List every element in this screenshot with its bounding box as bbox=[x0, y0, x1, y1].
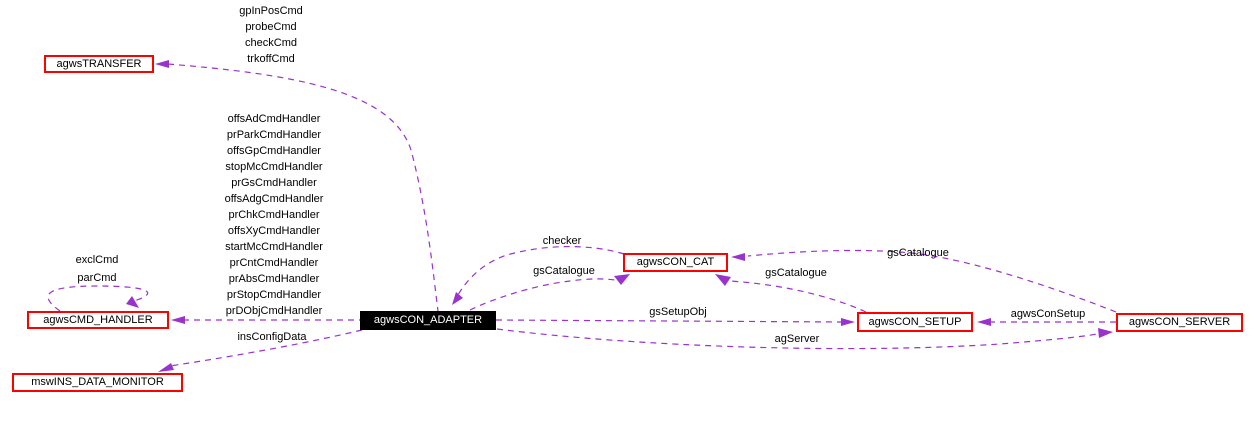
edge-labels-cmd-handlers: offsAdCmdHandler prParkCmdHandler offsGp… bbox=[225, 111, 324, 319]
node-agwstransfer[interactable]: agwsTRANSFER bbox=[44, 55, 154, 73]
node-agwscon-adapter[interactable]: agwsCON_ADAPTER bbox=[360, 311, 496, 330]
edge-label: prGsCmdHandler bbox=[231, 177, 317, 189]
edge-labels-transfer-cmds: gpInPosCmd probeCmd checkCmd trkoffCmd bbox=[239, 3, 303, 67]
arrowhead-setup-left bbox=[841, 318, 855, 326]
edge-label: probeCmd bbox=[245, 21, 297, 33]
node-agwscon-setup[interactable]: agwsCON_SETUP bbox=[857, 312, 973, 332]
edge-label: offsGpCmdHandler bbox=[227, 145, 321, 157]
node-mswins-data-monitor[interactable]: mswINS_DATA_MONITOR bbox=[12, 373, 183, 392]
edge-label: exclCmd bbox=[75, 254, 119, 266]
node-agwscon-server[interactable]: agwsCON_SERVER bbox=[1116, 313, 1243, 332]
edge-label: stopMcCmdHandler bbox=[225, 161, 323, 173]
edge-label-gscatalogue-setup: gsCatalogue bbox=[765, 267, 827, 279]
edge-label: offsAdCmdHandler bbox=[227, 113, 321, 125]
edge-label-insconfigdata: insConfigData bbox=[237, 331, 307, 343]
node-agwscmd-handler[interactable]: agwsCMD_HANDLER bbox=[27, 311, 169, 329]
edge-adapter-to-monitor bbox=[169, 329, 363, 367]
edge-label-gscatalogue-adapter: gsCatalogue bbox=[533, 265, 595, 277]
edge-cmd-handler-self-loop bbox=[47, 285, 149, 312]
edge-label: prDObjCmdHandler bbox=[225, 305, 323, 317]
edge-adapter-to-setup bbox=[495, 319, 843, 323]
edge-adapter-to-transfer bbox=[167, 63, 439, 312]
edge-label-agserver: agServer bbox=[774, 333, 820, 345]
edge-label: checkCmd bbox=[245, 37, 297, 49]
edge-labels-self-loop: exclCmd parCmd bbox=[76, 251, 119, 287]
edge-label: prCntCmdHandler bbox=[229, 257, 319, 269]
arrowhead-transfer bbox=[155, 60, 169, 68]
edge-label: prAbsCmdHandler bbox=[228, 273, 320, 285]
edge-setup-to-cat bbox=[729, 280, 867, 313]
edge-label: prStopCmdHandler bbox=[226, 289, 322, 301]
arrowhead-cat-bottom-right bbox=[715, 274, 731, 286]
node-agwscon-cat[interactable]: agwsCON_CAT bbox=[623, 253, 728, 272]
arrowhead-adapter-checker bbox=[452, 292, 463, 305]
arrowhead-self-loop bbox=[126, 296, 139, 308]
arrowhead-cmd-handler bbox=[171, 316, 185, 324]
arrowhead-monitor bbox=[158, 363, 174, 372]
arrowhead-server-bottom-left bbox=[1098, 328, 1113, 338]
edge-label: parCmd bbox=[77, 272, 117, 284]
edge-adapter-to-cat bbox=[469, 278, 616, 311]
edge-label-checker: checker bbox=[542, 235, 582, 247]
edge-label: prChkCmdHandler bbox=[228, 209, 320, 221]
edge-label: prParkCmdHandler bbox=[226, 129, 322, 141]
edge-label: trkoffCmd bbox=[247, 53, 295, 65]
edge-label: offsAdgCmdHandler bbox=[224, 193, 324, 205]
edge-label-agwsconsetup: agwsConSetup bbox=[1010, 308, 1086, 320]
edge-label-gscatalogue-server: gsCatalogue bbox=[887, 247, 949, 259]
edge-adapter-to-server bbox=[496, 328, 1098, 350]
arrowhead-setup-right bbox=[977, 318, 991, 326]
edge-label: offsXyCmdHandler bbox=[227, 225, 321, 237]
edge-label-gssetupobj: gsSetupObj bbox=[649, 306, 707, 318]
arrowhead-cat-bottom-left bbox=[614, 274, 630, 285]
edge-label: gpInPosCmd bbox=[239, 5, 303, 17]
arrowhead-cat-right bbox=[731, 253, 745, 261]
edge-label: startMcCmdHandler bbox=[225, 241, 323, 253]
edge-server-to-cat bbox=[747, 249, 1117, 313]
